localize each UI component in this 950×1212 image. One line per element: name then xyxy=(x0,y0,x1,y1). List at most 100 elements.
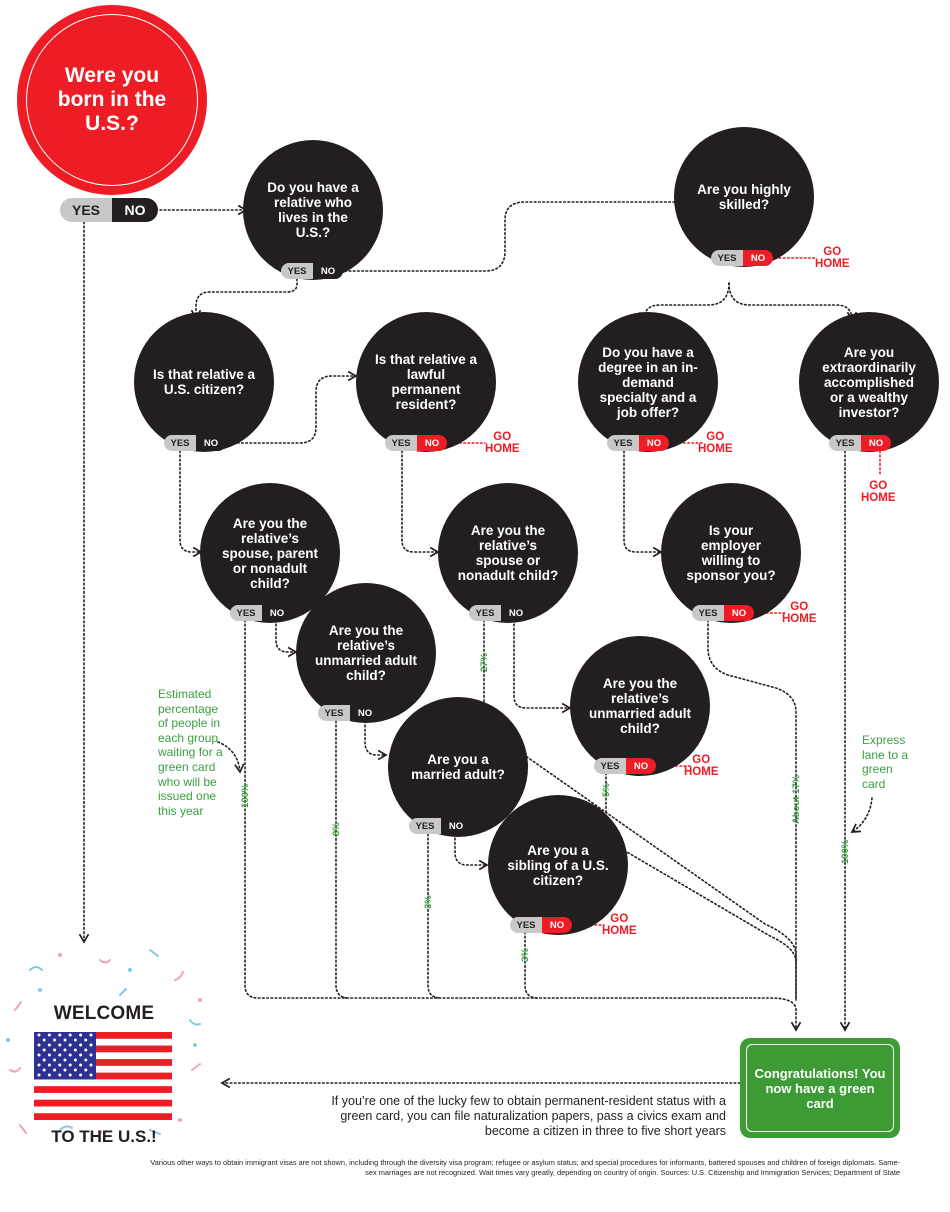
home-text: HOME xyxy=(698,443,733,455)
no-label: NO xyxy=(417,435,447,451)
flag-star xyxy=(89,1073,93,1077)
flag-star xyxy=(58,1033,62,1037)
node-text: Do you have a degree in an in-demand spe… xyxy=(598,344,698,420)
flag-star xyxy=(37,1073,41,1077)
flag-star xyxy=(58,1043,62,1047)
yes-label: YES xyxy=(281,263,313,279)
home-text: HOME xyxy=(485,443,520,455)
flag-star xyxy=(73,1038,77,1042)
naturalization-caption: If you’re one of the lucky few to obtain… xyxy=(331,1094,726,1138)
flag-star xyxy=(63,1058,67,1062)
flag-star xyxy=(47,1043,51,1047)
flag-star xyxy=(63,1048,67,1052)
go-text: GO xyxy=(706,431,725,443)
flag-star xyxy=(47,1073,51,1077)
flag-star xyxy=(58,1063,62,1067)
flag-star xyxy=(68,1073,72,1077)
pct-100-left: 100% xyxy=(240,783,251,808)
yes-label: YES xyxy=(469,605,501,621)
flag-star xyxy=(68,1053,72,1057)
flag-star xyxy=(53,1068,57,1072)
start-yes-label: YES xyxy=(60,198,112,222)
yes-label: YES xyxy=(409,818,441,834)
flag-star xyxy=(89,1053,93,1057)
pct-3-married: 3% xyxy=(423,895,434,909)
node-text: Are you the relative’s spouse, parent or… xyxy=(221,515,319,591)
node-unmarried-adult-1: Are you the relative’s unmarried adult c… xyxy=(296,583,436,723)
flag-star xyxy=(89,1033,93,1037)
flag-star xyxy=(42,1068,46,1072)
yes-label: YES xyxy=(385,435,417,451)
flag-star xyxy=(84,1068,88,1072)
home-text: HOME xyxy=(782,613,817,625)
express-note: Express lane to a green card xyxy=(862,733,909,791)
go-text: GO xyxy=(823,246,842,258)
go-text: GO xyxy=(692,754,711,766)
pct-about-17: About 17% xyxy=(791,774,802,824)
flag-star xyxy=(47,1053,51,1057)
node-extraordinary: Are you extraordinarily accomplished or … xyxy=(799,312,939,452)
estimate-note: Estimated percentage of people in each g… xyxy=(158,687,223,818)
yes-label: YES xyxy=(510,917,542,933)
node-relative-lpr: Is that relative a lawful permanent resi… xyxy=(356,312,496,452)
congratulations-text: Congratulations! You now have a green ca… xyxy=(746,1044,894,1132)
no-label: NO xyxy=(501,605,531,621)
flag-star xyxy=(68,1043,72,1047)
no-label: NO xyxy=(441,818,471,834)
flag-star xyxy=(42,1038,46,1042)
node-text: Do you have a relative who lives in the … xyxy=(267,180,359,240)
node-text: Are you highly skilled? xyxy=(697,182,791,212)
flag-star xyxy=(42,1048,46,1052)
yes-label: YES xyxy=(318,705,350,721)
pct-3-sibling: 3% xyxy=(520,948,531,962)
go-text: GO xyxy=(493,431,512,443)
no-label: NO xyxy=(542,917,572,933)
flag-star xyxy=(84,1038,88,1042)
flag-star xyxy=(37,1033,41,1037)
yes-label: YES xyxy=(692,605,724,621)
node-text: Are you extraordinarily accomplished or … xyxy=(822,344,916,420)
flag-star xyxy=(53,1058,57,1062)
flag-star xyxy=(73,1068,77,1072)
flag-star xyxy=(79,1063,83,1067)
flag-star xyxy=(79,1043,83,1047)
go-text: GO xyxy=(869,480,888,492)
home-text: HOME xyxy=(861,492,896,504)
node-degree-offer: Do you have a degree in an in-demand spe… xyxy=(578,312,718,452)
flag-star xyxy=(73,1048,77,1052)
flag-star xyxy=(68,1033,72,1037)
go-text: GO xyxy=(790,601,809,613)
flag-star xyxy=(73,1058,77,1062)
start-question: Were you born in the U.S.? xyxy=(26,14,198,186)
flag-star xyxy=(47,1063,51,1067)
yes-label: YES xyxy=(230,605,262,621)
flag-star xyxy=(37,1053,41,1057)
no-label: NO xyxy=(262,605,292,621)
node-relative-citizen: Is that relative a U.S. citizen? xyxy=(134,312,274,452)
node-text: Are you the relative’s unmarried adult c… xyxy=(314,623,417,683)
node-text: Are you a sibling of a U.S. citizen? xyxy=(507,842,609,888)
node-employer-sponsor: Is your employer willing to sponsor you? xyxy=(661,483,801,623)
no-label: NO xyxy=(743,250,773,266)
yes-label: YES xyxy=(164,435,196,451)
flag-star xyxy=(89,1063,93,1067)
pct-5: 5% xyxy=(601,783,612,797)
flag-star xyxy=(63,1038,67,1042)
pct-8: 8% xyxy=(331,822,342,836)
yes-label: YES xyxy=(594,758,626,774)
yes-label: YES xyxy=(711,250,743,266)
